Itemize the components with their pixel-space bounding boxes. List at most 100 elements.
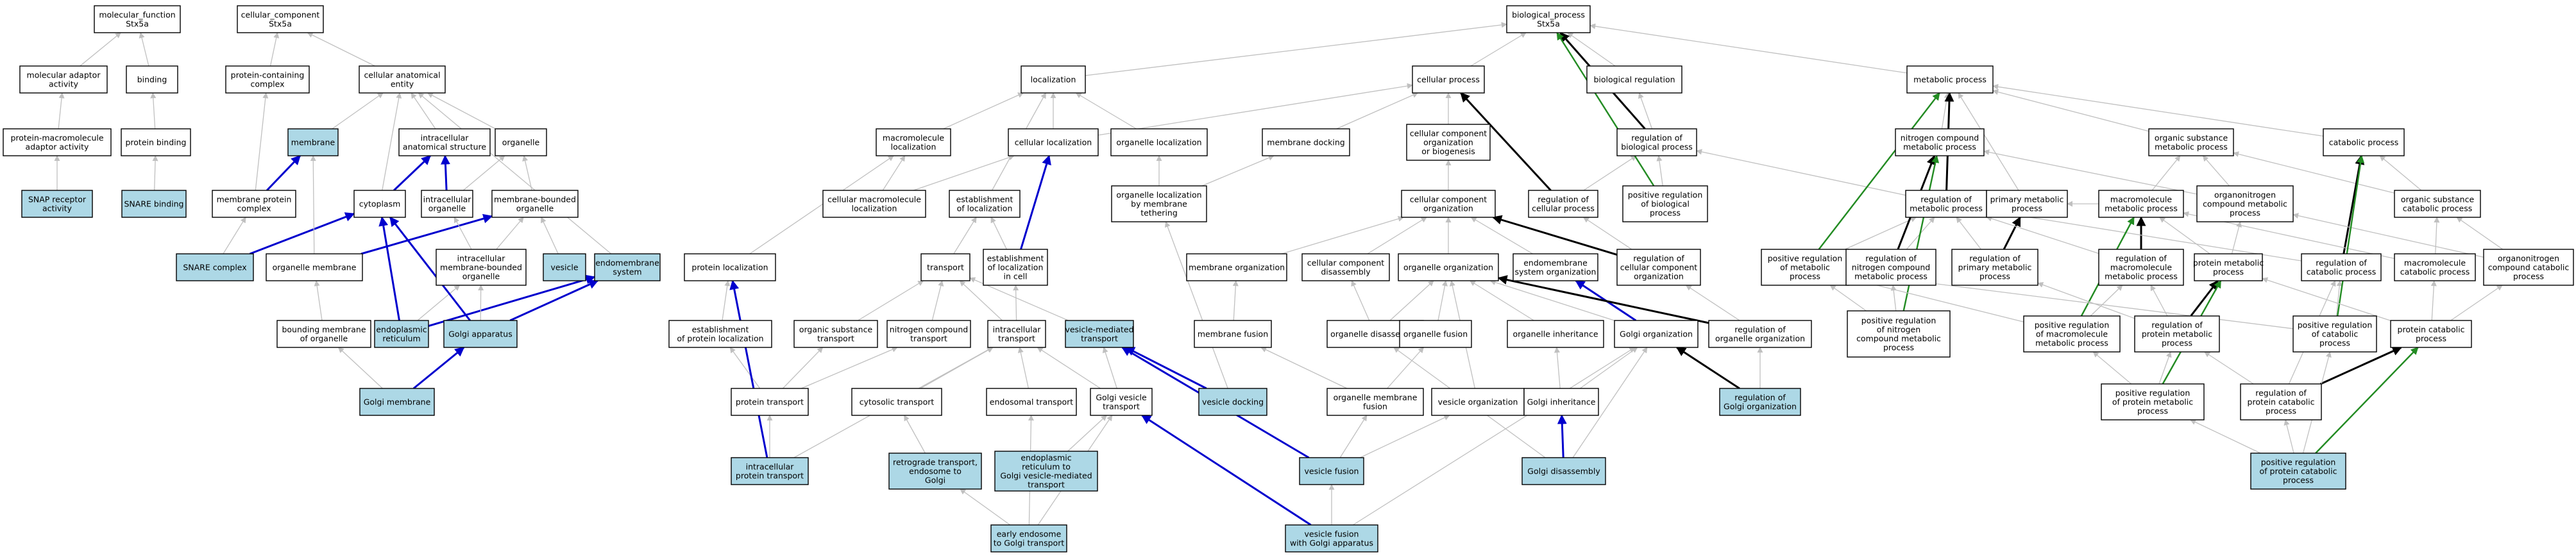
node-golgi-membrane[interactable]: Golgi membrane: [359, 388, 435, 416]
node-golgi-organization[interactable]: Golgi organization: [1614, 320, 1699, 348]
node-transport[interactable]: transport: [920, 253, 970, 281]
node-cellular-process[interactable]: cellular process: [1412, 65, 1485, 94]
node-biological-regulation[interactable]: biological regulation: [1586, 65, 1682, 94]
node-vesicle[interactable]: vesicle: [543, 253, 586, 281]
node-golgi-inheritance[interactable]: Golgi inheritance: [1523, 388, 1599, 416]
node-localization[interactable]: localization: [1021, 65, 1086, 94]
node-membrane[interactable]: membrane: [287, 128, 339, 156]
node-snare-binding[interactable]: SNARE binding: [121, 190, 187, 218]
node-cytosolic-transport[interactable]: cytosolic transport: [851, 388, 942, 416]
node-organelle-localization[interactable]: organelle localization: [1110, 128, 1208, 156]
node-golgi-apparatus[interactable]: Golgi apparatus: [443, 320, 518, 348]
node-cytoplasm[interactable]: cytoplasm: [353, 190, 406, 218]
node-protein-localization[interactable]: protein localization: [684, 253, 776, 281]
node-catabolic-process[interactable]: catabolic process: [2323, 128, 2405, 156]
node-protein-transport[interactable]: protein transport: [731, 388, 809, 416]
node-membrane-docking[interactable]: membrane docking: [1262, 128, 1350, 156]
node-vesicle-fusion[interactable]: vesicle fusion: [1299, 457, 1364, 485]
node-snare-complex[interactable]: SNARE complex: [176, 253, 254, 281]
node-vesicle-docking[interactable]: vesicle docking: [1198, 388, 1267, 416]
node-organelle-inheritance[interactable]: organelle inheritance: [1507, 320, 1604, 348]
node-vesicle-organization[interactable]: vesicle organization: [1431, 388, 1525, 416]
node-membrane-fusion[interactable]: membrane fusion: [1194, 320, 1272, 348]
node-organelle-fusion[interactable]: organelle fusion: [1399, 320, 1472, 348]
node-binding[interactable]: binding: [126, 65, 178, 94]
node-cellular-localization[interactable]: cellular localization: [1008, 128, 1099, 156]
node-organelle-membrane[interactable]: organelle membrane: [266, 253, 363, 281]
node-membrane-organization[interactable]: membrane organization: [1186, 253, 1287, 281]
node-protein-binding[interactable]: protein binding: [121, 128, 191, 156]
node-golgi-disassembly[interactable]: Golgi disassembly: [1521, 457, 1606, 485]
node-metabolic-process[interactable]: metabolic process: [1906, 65, 1994, 94]
node-organelle-organization[interactable]: organelle organization: [1398, 253, 1499, 281]
node-organelle[interactable]: organelle: [495, 128, 547, 156]
node-endosomal-transport[interactable]: endosomal transport: [986, 388, 1077, 416]
